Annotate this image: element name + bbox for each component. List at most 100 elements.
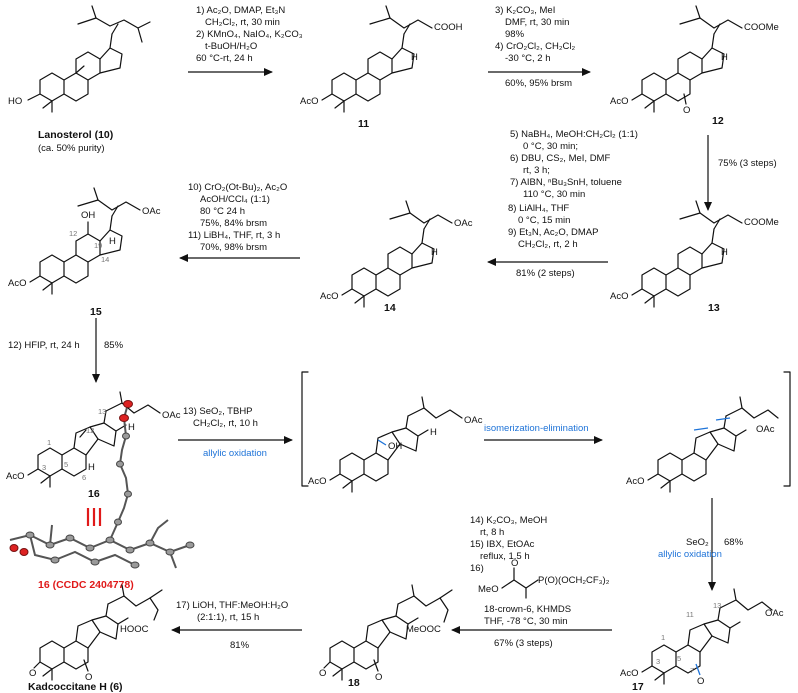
aco-label-13: AcO (610, 291, 628, 302)
coome-label-12: COOMe (744, 22, 779, 33)
meooc-label-18: MeOOC (406, 624, 441, 635)
compound-15-structure (29, 187, 141, 295)
position-12-label-15: 12 (69, 229, 77, 238)
compound-10-label: Lanosterol (10) (38, 129, 113, 141)
oac-label-14: OAc (454, 218, 473, 229)
step-j-yield: 81% (230, 640, 250, 651)
reagent-phosphonate-label: P(O)(OCH₂CF₃)₂ (538, 575, 610, 586)
aco-label-17: AcO (620, 668, 638, 679)
compound-15-label: 15 (90, 306, 102, 318)
step-g: 13) SeO₂, TBHP CH₂Cl₂, rt, 10 h (183, 406, 258, 429)
step-e: 10) CrO₂(Ot-Bu)₂, Ac₂O AcOH/CCl₄ (1:1) 8… (188, 182, 290, 253)
step-b: 3) K₂CO₃, MeI DMF, rt, 30 min 98% 4) CrO… (495, 5, 578, 64)
compound-14-label: 14 (384, 302, 396, 314)
ketone-o-label-12: O (683, 105, 690, 116)
step-d-yield: 81% (2 steps) (516, 268, 575, 279)
oh-label-int-a: OH (388, 441, 402, 452)
step-i-yield: 67% (3 steps) (494, 638, 553, 649)
position-13-label-16: 13 (98, 407, 106, 416)
xray-crystal-structure (9, 400, 195, 569)
identity-mark (86, 508, 102, 526)
aco-label-16: AcO (6, 471, 24, 482)
compound-14-structure (341, 200, 453, 308)
oac-label-int-b: OAc (756, 424, 775, 435)
compound-18-label: 18 (348, 677, 360, 689)
compound-17-label: 17 (632, 681, 644, 693)
intermediate-a-structure (329, 396, 463, 493)
hooc-label-6: HOOC (120, 624, 149, 635)
aco-label-15: AcO (8, 278, 26, 289)
aco-label-14: AcO (320, 291, 338, 302)
h-label-11: H (411, 52, 418, 63)
intermediate-b-structure (647, 396, 779, 493)
h-label-13: H (721, 247, 728, 258)
cooh-label: COOH (434, 22, 463, 33)
ketone-o-label-17: O (697, 676, 704, 687)
compound-10-structure (27, 5, 151, 113)
compound-11-structure (321, 5, 433, 113)
coome-label-13: COOMe (744, 217, 779, 228)
step-g-note: allylic oxidation (203, 448, 267, 459)
phosphonate-reagent-structure (501, 567, 539, 599)
step-b-yield: 60%, 95% brsm (505, 78, 572, 89)
oac-label-17: OAc (765, 608, 784, 619)
compound-16-ccdc-label: 16 (CCDC 2404778) (38, 579, 134, 591)
step-h-note: allylic oxidation (658, 549, 722, 560)
h-label-16: H (88, 462, 95, 473)
bracket-right (783, 371, 791, 487)
ho-label: HO (8, 96, 22, 107)
compound-10-purity: (ca. 50% purity) (38, 143, 105, 154)
compound-6-label: Kadcoccitane H (6) (28, 681, 123, 693)
position-1-label-16: 1 (47, 438, 51, 447)
step-c-yield: 75% (3 steps) (718, 158, 777, 169)
step-d: 8) LiAlH₄, THF 0 °C, 15 min 9) Et₃N, Ac₂… (508, 203, 601, 250)
oac-label-15: OAc (142, 206, 161, 217)
position-19-label-15: 19 (94, 241, 102, 250)
position-3-label-16: 3 (42, 463, 46, 472)
step-i-tail: 18-crown-6, KHMDS THF, -78 °C, 30 min (484, 604, 574, 627)
oac-label-int-a: OAc (464, 415, 483, 426)
position-12-label-16: 12 (86, 426, 94, 435)
compound-6-structure (33, 584, 163, 681)
h-label-int-a: H (430, 427, 437, 438)
h2-label-16: H (128, 422, 135, 433)
compound-16-label: 16 (88, 488, 100, 500)
position-5-label-16: 5 (64, 460, 68, 469)
step-j: 17) LiOH, THF:MeOH:H₂O (2:1:1), rt, 15 h (176, 600, 291, 623)
aco-label-int-b: AcO (626, 476, 644, 487)
compound-16-structure (27, 391, 161, 488)
position-1-label-17: 1 (661, 633, 665, 642)
position-14-label-15: 14 (101, 255, 109, 264)
position-11-label-17: 11 (686, 610, 694, 619)
isomerization-label: isomerization-elimination (484, 423, 589, 434)
h-label-14: H (431, 247, 438, 258)
step-f-yield: 85% (104, 340, 124, 351)
compound-12-label: 12 (712, 115, 724, 127)
compound-12-structure (631, 5, 743, 113)
step-h: SeO₂ (686, 537, 709, 548)
ketone-o7-label-18: O (375, 672, 382, 683)
step-h-yield: 68% (724, 537, 744, 548)
compound-13-label: 13 (708, 302, 720, 314)
h-label-12: H (721, 52, 728, 63)
aco-label-int-a: AcO (308, 476, 326, 487)
position-13-label-17: 13 (713, 601, 721, 610)
h-label-15: H (109, 236, 116, 247)
position-6-label-16: 6 (82, 473, 86, 482)
position-3-label-17: 3 (656, 657, 660, 666)
step-c: 5) NaBH₄, MeOH:CH₂Cl₂ (1:1) 0 °C, 30 min… (510, 129, 641, 200)
ketone-o7-label-6: O (85, 672, 92, 683)
oac-label-16: OAc (162, 410, 181, 421)
aco-label-12: AcO (610, 96, 628, 107)
reagent-meo-label: MeO (478, 584, 499, 595)
ketone-o3-label-18: O (319, 668, 326, 679)
oh-label-15: OH (81, 210, 95, 221)
reagent-o-label: O (511, 558, 518, 569)
ketone-o3-label-6: O (29, 668, 36, 679)
aco-label-11: AcO (300, 96, 318, 107)
compound-18-structure (323, 584, 453, 681)
compound-17-structure (641, 588, 773, 685)
compound-11-label: 11 (358, 118, 369, 130)
step-f: 12) HFIP, rt, 24 h (8, 340, 80, 351)
